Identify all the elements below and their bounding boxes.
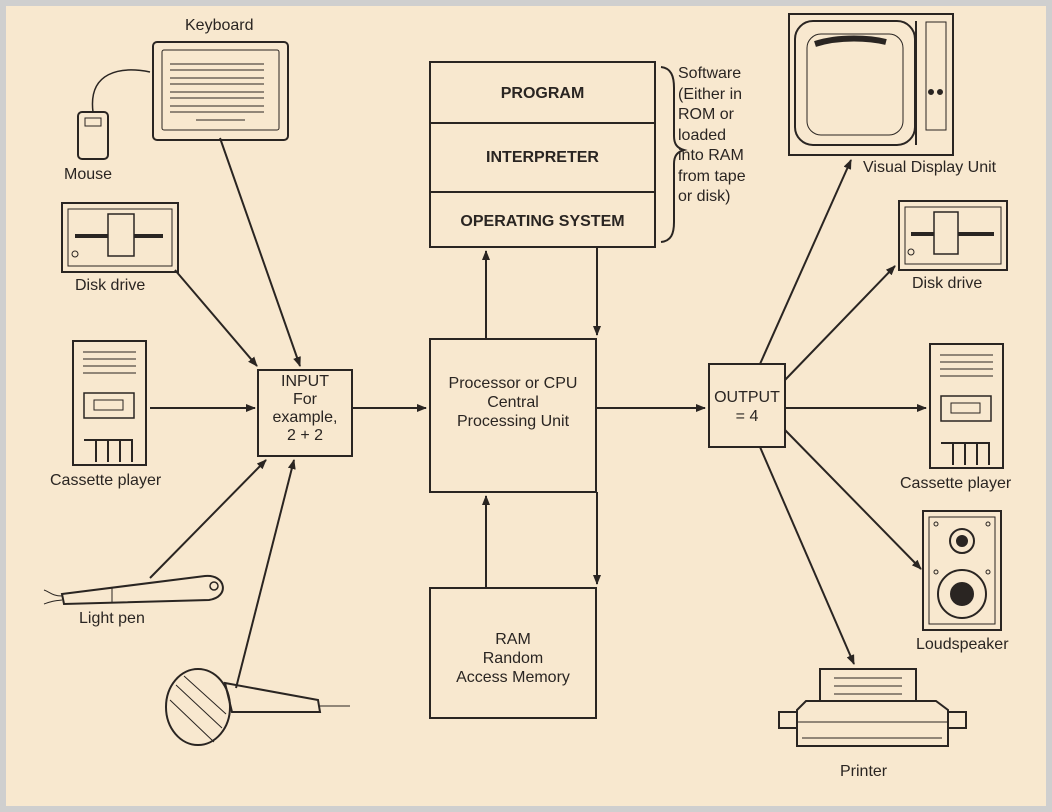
arrow-disk-to-input: [174, 269, 258, 367]
output-box: [708, 363, 786, 448]
arrow-keyboard-to-input: [219, 137, 301, 367]
keyboard-label: Keyboard: [185, 17, 254, 34]
cassette-player-label: Cassette player: [50, 472, 162, 489]
arrow-output-to-printer: [759, 446, 855, 665]
loudspeaker-label: Loudspeaker: [916, 636, 1009, 653]
printer-icon: [778, 668, 967, 747]
keyboard-icon: [152, 41, 289, 141]
arrow-lightpen-to-input: [149, 459, 267, 579]
light-pen-label: Light pen: [79, 610, 145, 627]
software-note: Software (Either in ROM or loaded into R…: [678, 65, 746, 205]
disk-drive-icon: [61, 202, 179, 273]
printer-label: Printer: [840, 763, 888, 780]
cassette-player-icon: [72, 340, 147, 466]
input-box-text: INPUT For example, 2 + 2: [272, 373, 338, 444]
software-stack-box: [429, 61, 656, 248]
flow-arrows: [149, 137, 927, 689]
cpu-box: [429, 338, 597, 493]
operating-system-layer: OPERATING SYSTEM: [460, 213, 625, 230]
disk-drive-output-icon: [898, 200, 1008, 271]
microphone-icon: [165, 668, 350, 746]
mouse-icon: [77, 69, 151, 160]
mouse-label: Mouse: [64, 166, 113, 183]
cpu-box-text: Processor or CPU Central Processing Unit: [448, 375, 578, 430]
disk-drive-label: Disk drive: [75, 277, 146, 294]
arrow-output-to-loudspeaker: [784, 429, 922, 570]
program-layer: PROGRAM: [500, 85, 585, 102]
interpreter-layer: INTERPRETER: [486, 149, 599, 166]
loudspeaker-icon: [922, 510, 1002, 631]
ram-box: [429, 587, 597, 719]
input-box: [257, 369, 353, 457]
light-pen-icon: [43, 574, 224, 606]
output-box-text: OUTPUT = 4: [714, 389, 780, 425]
cassette-player-output-icon: [929, 343, 1004, 469]
vdu-label: Visual Display Unit: [863, 159, 997, 176]
arrow-output-to-disk: [784, 265, 896, 381]
cassette-player-output-label: Cassette player: [900, 475, 1012, 492]
disk-drive-output-label: Disk drive: [912, 275, 983, 292]
arrow-mic-to-input: [235, 459, 296, 689]
arrow-output-to-vdu: [759, 159, 852, 365]
ram-box-text: RAM Random Access Memory: [456, 631, 570, 686]
visual-display-unit-icon: [788, 13, 954, 156]
software-brace: [660, 66, 688, 243]
